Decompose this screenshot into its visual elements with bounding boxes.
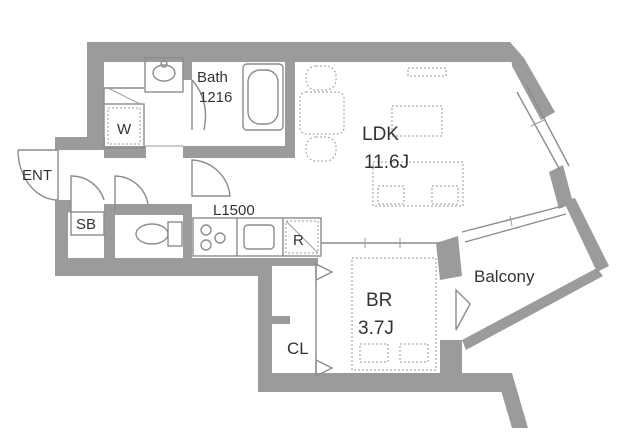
basin-counter <box>144 57 184 93</box>
wall-bottom-left <box>55 258 263 276</box>
bath-size-label: 1216 <box>199 89 232 106</box>
br-label: BR <box>366 290 392 311</box>
br-size-label: 3.7J <box>358 318 394 339</box>
wall-sb-right <box>104 204 115 258</box>
wall-entrance-top <box>55 137 105 150</box>
wall-wash-right <box>183 58 192 80</box>
bath-label: Bath <box>197 69 228 86</box>
coffee-table <box>391 105 443 137</box>
wall-top <box>87 42 522 62</box>
fridge-label: R <box>293 232 304 249</box>
kitchen-counter <box>192 217 322 257</box>
wall-balcony-bottom <box>462 268 603 350</box>
sofa <box>372 161 464 207</box>
ldk-label: LDK <box>362 124 399 145</box>
wall-closet-top <box>258 258 318 266</box>
kitchen-sink <box>243 224 275 250</box>
wall-toilet-top <box>104 204 190 215</box>
basin-bowl <box>152 64 176 82</box>
wall-right-upper <box>510 42 555 120</box>
fixtures <box>17 57 570 378</box>
toilet-tank <box>167 221 183 247</box>
kitchen-size-label: L1500 <box>213 202 255 219</box>
wall-bath-right <box>285 58 295 156</box>
wall-right-mid <box>549 165 573 209</box>
wall-toilet-right <box>183 204 192 258</box>
entrance-label: ENT <box>22 167 52 184</box>
wall-left-lower <box>55 200 68 276</box>
closet-label: CL <box>287 339 309 358</box>
wall-right-lower <box>496 373 528 428</box>
wall-corridor <box>104 146 146 158</box>
dining-table <box>299 91 345 135</box>
wall-bedroom-left <box>258 258 272 392</box>
fridge-space <box>285 220 319 254</box>
wall-bedroom-right-lower <box>440 340 462 376</box>
ldk-size-label: 11.6J <box>364 152 409 173</box>
washer-label: W <box>117 121 132 138</box>
wall-bedroom-right <box>436 236 462 280</box>
wall-bottom <box>258 373 508 392</box>
washer-box <box>103 103 145 149</box>
tv-stand <box>407 67 447 77</box>
wall-closet-mid <box>272 316 290 324</box>
wall-bath-bottom <box>183 146 295 158</box>
labels: Bath 1216 LDK 11.6J L1500 W R ENT SB BR … <box>22 69 535 358</box>
toilet-bowl <box>135 223 169 245</box>
shoe-box-label: SB <box>76 216 96 233</box>
bathtub <box>242 63 284 131</box>
balcony-label: Balcony <box>474 267 535 286</box>
wall-left-upper <box>87 42 104 140</box>
shoe-box <box>70 211 105 236</box>
bed <box>351 257 437 371</box>
entrance-door <box>17 149 59 201</box>
walls <box>55 42 609 428</box>
wall-balcony-outer <box>563 198 609 272</box>
